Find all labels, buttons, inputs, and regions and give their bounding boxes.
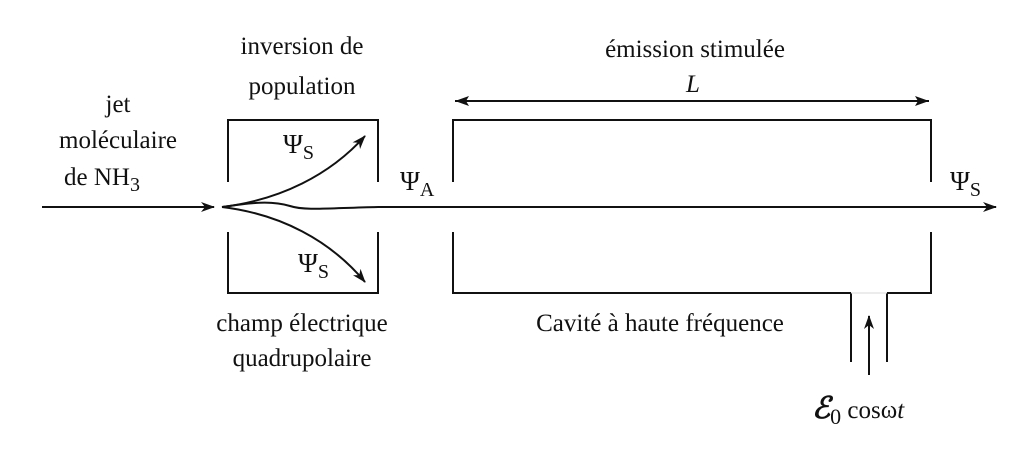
emission-label: émission stimulée (605, 36, 785, 63)
length-arrow-right-head (915, 96, 929, 106)
quadrupole-box-top (227, 119, 379, 182)
inversion-label-line2: population (249, 73, 356, 100)
field-label-line1: champ électrique (216, 310, 387, 337)
source-label: ℰ0 cosωt (812, 392, 905, 429)
cavity-top (452, 119, 932, 182)
jet-label-line2: moléculaire (59, 127, 177, 154)
central-curve (221, 201, 379, 210)
psi-s-lower-label: ΨS (298, 248, 329, 283)
lower-deflected-curve (221, 206, 366, 283)
jet-label-line3: de NH3 (64, 164, 140, 196)
quadrupole-box-bottom (227, 232, 379, 294)
psi-a-label: ΨA (400, 166, 435, 201)
length-arrow-left-head (455, 96, 469, 106)
field-label-line2: quadrupolaire (233, 345, 372, 372)
psi-s-output-label: ΨS (950, 166, 981, 201)
length-label: L (685, 71, 700, 98)
jet-label-line1: jet (105, 91, 131, 118)
psi-s-upper-label: ΨS (283, 129, 314, 164)
cavity-label: Cavité à haute fréquence (536, 310, 784, 337)
cavity-bottom (452, 232, 932, 294)
inversion-label-line1: inversion de (241, 33, 364, 60)
